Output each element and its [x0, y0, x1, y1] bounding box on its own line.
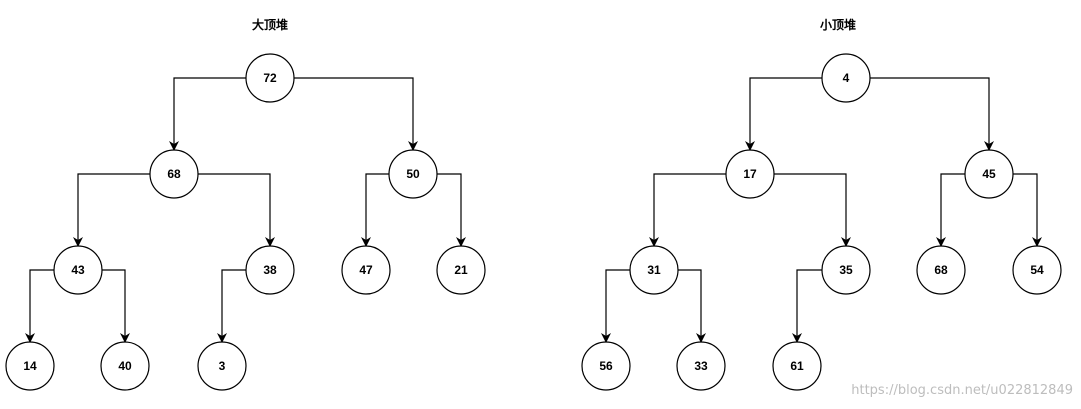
node-label: 3	[219, 359, 226, 373]
node-circle	[436, 245, 486, 295]
edge-A4-A8	[25, 269, 54, 343]
tree-node-14: 14	[5, 341, 55, 391]
tree-node-43: 43	[53, 245, 103, 295]
node-circle	[581, 341, 631, 391]
tree-node-17: 17	[725, 149, 775, 199]
tree-node-45: 45	[964, 149, 1014, 199]
node-circle	[821, 53, 871, 103]
edge-A5-A10	[217, 269, 246, 343]
node-label: 14	[23, 359, 37, 373]
node-circle	[772, 341, 822, 391]
tree-node-68: 68	[916, 245, 966, 295]
tree-node-40: 40	[100, 341, 150, 391]
node-label: 21	[454, 263, 468, 277]
node-label: 38	[263, 263, 277, 277]
edge-A4-A9	[102, 269, 130, 343]
node-label: 17	[743, 167, 757, 181]
node-label: 33	[694, 359, 708, 373]
edge-B1-B2	[745, 77, 822, 151]
tree-node-35: 35	[821, 245, 871, 295]
node-label: 72	[263, 71, 277, 85]
node-circle	[629, 245, 679, 295]
edge-B1-B3	[870, 77, 994, 151]
node-label: 61	[790, 359, 804, 373]
tree-node-50: 50	[388, 149, 438, 199]
node-label: 50	[406, 167, 420, 181]
node-circle	[149, 149, 199, 199]
edge-A3-A6	[361, 173, 389, 247]
node-circle	[5, 341, 55, 391]
watermark: https://blog.csdn.net/u022812849	[851, 383, 1073, 398]
tree-node-47: 47	[341, 245, 391, 295]
node-label: 68	[934, 263, 948, 277]
tree-node-4: 4	[821, 53, 871, 103]
max-heap-title: 大顶堆	[252, 17, 288, 32]
tree-node-21: 21	[436, 245, 486, 295]
node-circle	[916, 245, 966, 295]
node-circle	[1012, 245, 1062, 295]
node-label: 40	[118, 359, 132, 373]
node-label: 35	[839, 263, 853, 277]
tree-node-38: 38	[245, 245, 295, 295]
edge-B3-B6	[936, 173, 965, 247]
node-label: 47	[359, 263, 373, 277]
node-circle	[341, 245, 391, 295]
node-circle	[197, 341, 247, 391]
edge-B4-B9	[678, 269, 706, 343]
edge-A3-A7	[437, 173, 466, 247]
edge-A1-A3	[294, 77, 418, 151]
node-circle	[821, 245, 871, 295]
edge-A2-A4	[73, 173, 150, 247]
node-label: 4	[843, 71, 850, 85]
node-label: 43	[71, 263, 85, 277]
node-circle	[388, 149, 438, 199]
node-label: 45	[982, 167, 996, 181]
node-label: 54	[1030, 263, 1044, 277]
edges-layer	[25, 77, 1042, 343]
node-circle	[676, 341, 726, 391]
node-label: 68	[167, 167, 181, 181]
node-circle	[100, 341, 150, 391]
edge-B4-B8	[601, 269, 630, 343]
edge-B5-B10	[792, 269, 822, 343]
tree-node-61: 61	[772, 341, 822, 391]
node-label: 56	[599, 359, 613, 373]
tree-node-56: 56	[581, 341, 631, 391]
node-circle	[245, 245, 295, 295]
node-circle	[964, 149, 1014, 199]
edge-B3-B7	[1013, 173, 1042, 247]
edge-B2-B4	[649, 173, 726, 247]
node-circle	[53, 245, 103, 295]
tree-node-72: 72	[245, 53, 295, 103]
min-heap-title: 小顶堆	[820, 17, 856, 32]
tree-node-31: 31	[629, 245, 679, 295]
tree-node-68: 68	[149, 149, 199, 199]
edge-A1-A2	[169, 77, 246, 151]
edge-B2-B5	[774, 173, 851, 247]
node-circle	[725, 149, 775, 199]
nodes-layer: 72 68 50 43 38 47 21 14 40 3 4 17 45 31 35 68 54 56 33 61	[5, 53, 1062, 391]
node-label: 31	[647, 263, 661, 277]
tree-node-3: 3	[197, 341, 247, 391]
tree-node-54: 54	[1012, 245, 1062, 295]
tree-node-33: 33	[676, 341, 726, 391]
edge-A2-A5	[198, 173, 275, 247]
node-circle	[245, 53, 295, 103]
